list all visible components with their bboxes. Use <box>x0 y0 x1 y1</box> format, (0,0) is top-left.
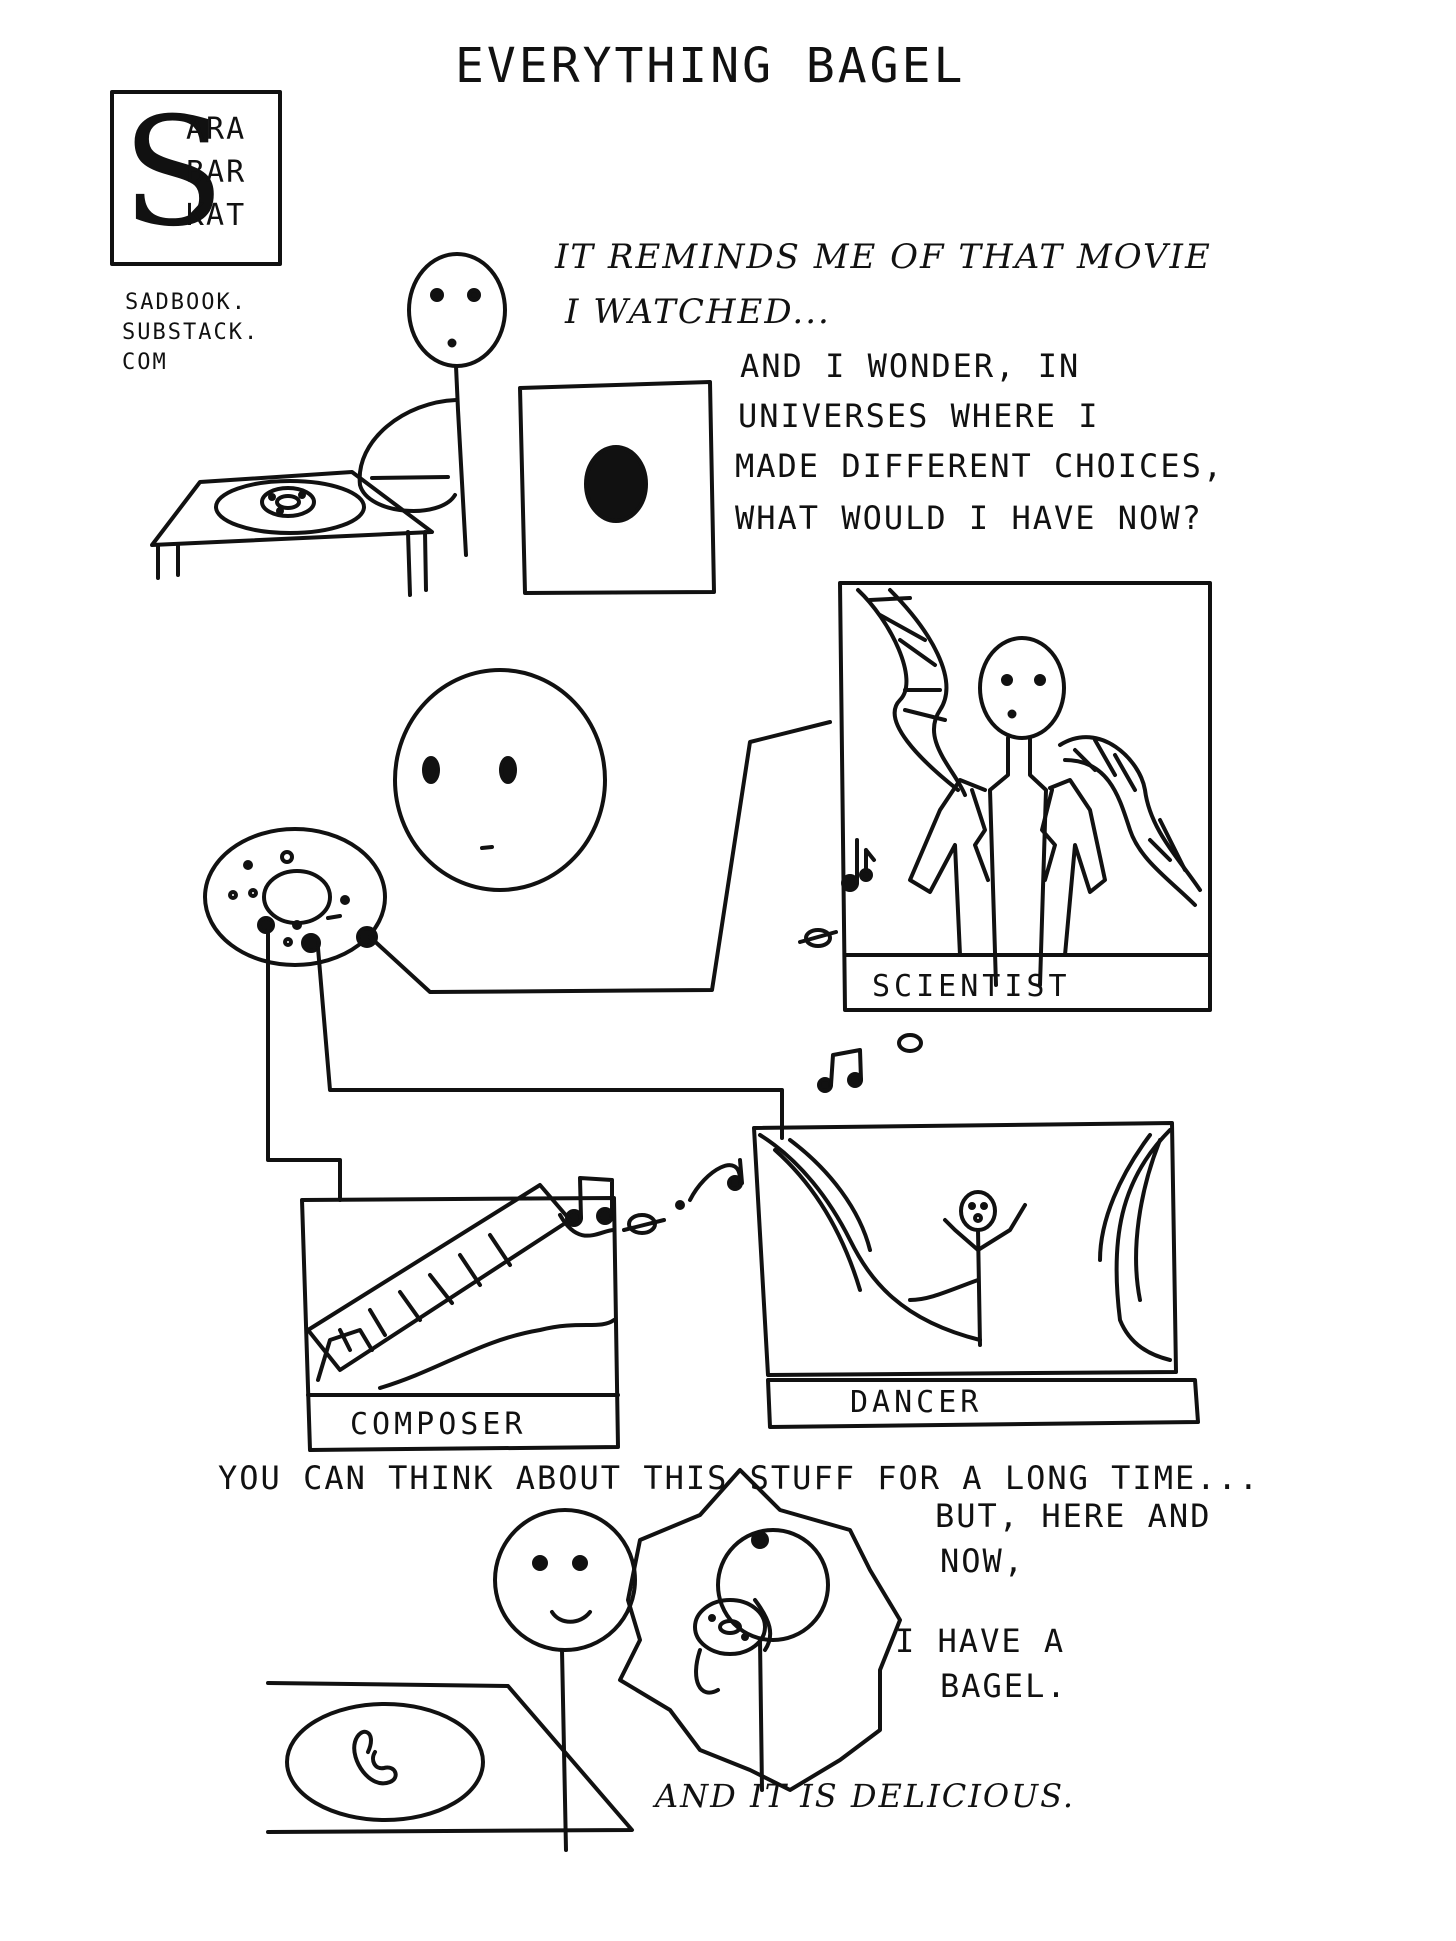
thought-line-1: IT REMINDS ME OF THAT MOVIE <box>555 237 1212 277</box>
wonder-line-2: UNIVERSES WHERE I <box>738 397 1100 435</box>
closing-line-6: AND IT IS DELICIOUS. <box>655 1777 1076 1815</box>
substack-line-2: SUBSTACK. <box>122 320 260 345</box>
closing-line-1: YOU CAN THINK ABOUT THIS STUFF FOR A LON… <box>218 1459 1261 1497</box>
closing-line-5: BAGEL. <box>940 1667 1068 1705</box>
logo-frame <box>110 90 282 266</box>
figure-watching-movie <box>357 252 507 557</box>
closing-line-3: NOW, <box>940 1542 1026 1580</box>
movie-screen <box>518 380 716 595</box>
everything-bagel <box>203 827 387 967</box>
dancer-panel <box>752 1121 1200 1429</box>
branch-to-composer <box>266 928 342 1202</box>
logo-line-3: KAT <box>186 198 247 233</box>
wonder-line-1: AND I WONDER, IN <box>740 347 1081 385</box>
floating-music-notes <box>565 1033 923 1235</box>
dancer-caption: DANCER <box>850 1385 983 1420</box>
closing-line-4: I HAVE A <box>895 1622 1066 1660</box>
logo-initial: S <box>122 86 225 260</box>
substack-line-1: SADBOOK. <box>125 290 247 315</box>
wonder-line-3: MADE DIFFERENT CHOICES, <box>735 447 1225 485</box>
composer-panel <box>300 1183 620 1452</box>
comic-title: EVERYTHING BAGEL <box>455 38 966 94</box>
scientist-panel <box>798 581 1212 1012</box>
thought-line-2: I WATCHED... <box>565 292 831 332</box>
substack-line-3: COM <box>122 350 168 375</box>
branch-to-scientist <box>368 720 832 994</box>
big-thinking-face <box>393 668 607 892</box>
composer-caption: COMPOSER <box>350 1407 527 1442</box>
logo-line-2: BAR <box>186 155 247 190</box>
scientist-caption: SCIENTIST <box>872 969 1071 1004</box>
branch-to-dancer <box>316 946 784 1140</box>
plate-on-table <box>266 1681 634 1834</box>
wonder-line-4: WHAT WOULD I HAVE NOW? <box>735 499 1203 537</box>
logo-line-1: ARA <box>186 112 247 147</box>
table-with-bagel <box>150 470 434 597</box>
closing-line-2: BUT, HERE AND <box>935 1497 1212 1535</box>
memory-burst-bagel <box>618 1468 902 1792</box>
happy-figure <box>493 1508 637 1852</box>
